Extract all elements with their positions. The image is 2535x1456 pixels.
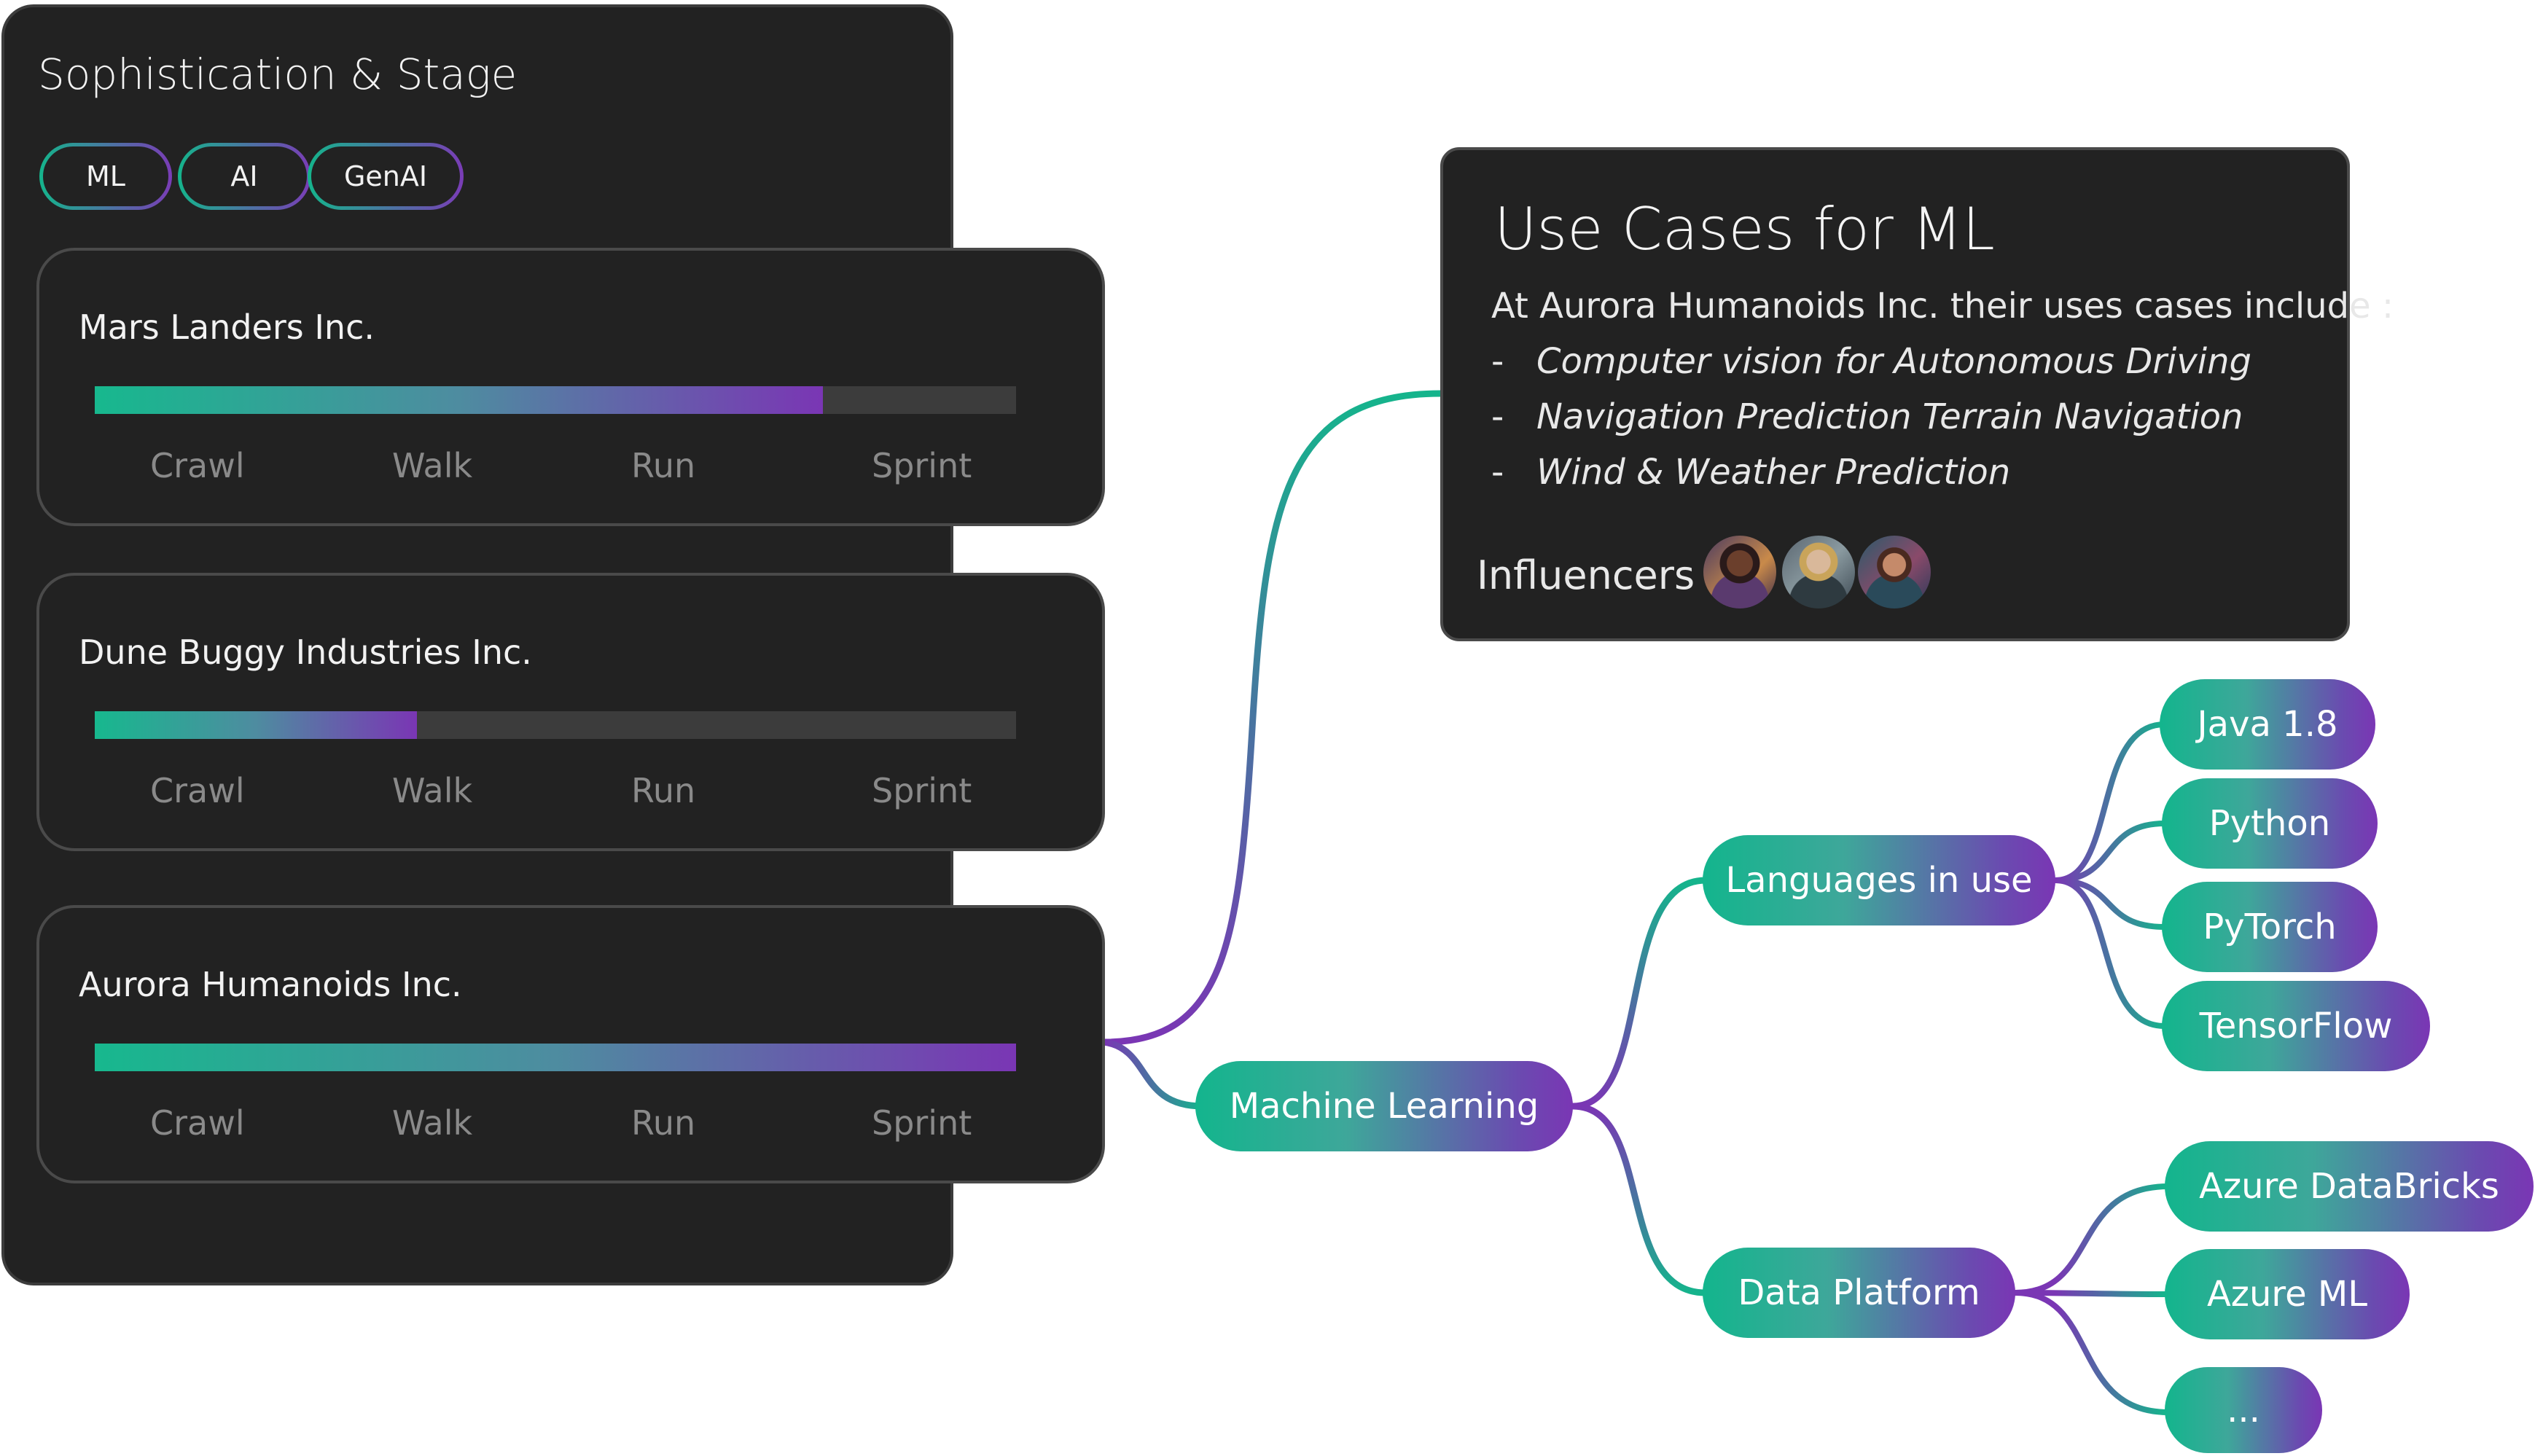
stage-label-walk: Walk (392, 1103, 473, 1143)
maturity-progress-track (95, 711, 1016, 739)
stage-label-run: Run (631, 771, 696, 810)
maturity-progress-track (95, 386, 1016, 414)
stage-label-crawl: Crawl (150, 1103, 245, 1143)
stage-label-run: Run (631, 446, 696, 485)
filter-pill-ai[interactable]: AI (178, 143, 310, 210)
stage-label-sprint: Sprint (872, 446, 972, 485)
influencer-avatar-1-icon[interactable] (1701, 533, 1778, 611)
stage-label-walk: Walk (392, 771, 473, 810)
company-card-aurora-humanoids[interactable]: Aurora Humanoids Inc. Crawl Walk Run Spr… (36, 905, 1105, 1183)
mindmap-leaf-more[interactable]: ... (2165, 1367, 2322, 1453)
use-case-item: -Wind & Weather Prediction (1491, 452, 2011, 493)
mindmap-node-data-platform[interactable]: Data Platform (1703, 1248, 2015, 1338)
stage-label-crawl: Crawl (150, 446, 245, 485)
mindmap-leaf-azure-ml[interactable]: Azure ML (2165, 1249, 2410, 1339)
mindmap-leaf-tensorflow[interactable]: TensorFlow (2162, 981, 2430, 1071)
filter-pill-ml[interactable]: ML (39, 143, 172, 210)
influencer-avatar-3-icon[interactable] (1856, 533, 1933, 611)
use-case-item: -Navigation Prediction Terrain Navigatio… (1491, 396, 2243, 437)
mindmap-leaf-java[interactable]: Java 1.8 (2160, 679, 2375, 770)
company-name: Aurora Humanoids Inc. (79, 965, 462, 1004)
mindmap-node-machine-learning[interactable]: Machine Learning (1195, 1061, 1573, 1151)
maturity-progress-fill (95, 1044, 1016, 1071)
stage-label-sprint: Sprint (872, 771, 972, 810)
filter-pill-genai[interactable]: GenAI (308, 143, 464, 210)
mindmap-leaf-python[interactable]: Python (2162, 778, 2378, 869)
use-cases-intro: At Aurora Humanoids Inc. their uses case… (1491, 286, 2394, 326)
influencers-label: Influencers (1477, 552, 1695, 598)
use-case-item: -Computer vision for Autonomous Driving (1491, 341, 2251, 382)
use-cases-card: Use Cases for ML At Aurora Humanoids Inc… (1440, 147, 2394, 641)
company-card-dune-buggy[interactable]: Dune Buggy Industries Inc. Crawl Walk Ru… (36, 573, 1105, 851)
company-card-mars-landers[interactable]: Mars Landers Inc. Crawl Walk Run Sprint (36, 248, 1105, 526)
panel-title: Sophistication & Stage (38, 50, 517, 99)
maturity-progress-fill (95, 711, 418, 739)
maturity-progress-track (95, 1044, 1016, 1071)
maturity-progress-fill (95, 386, 823, 414)
mindmap-node-languages[interactable]: Languages in use (1703, 835, 2055, 925)
stage-label-run: Run (631, 1103, 696, 1143)
stage-label-sprint: Sprint (872, 1103, 972, 1143)
company-name: Mars Landers Inc. (79, 308, 375, 347)
mindmap-leaf-azure-databricks[interactable]: Azure DataBricks (2165, 1141, 2534, 1232)
use-cases-title: Use Cases for ML (1494, 195, 1995, 263)
mindmap-leaf-pytorch[interactable]: PyTorch (2162, 882, 2378, 972)
influencer-avatar-2-icon[interactable] (1780, 533, 1857, 611)
stage-label-crawl: Crawl (150, 771, 245, 810)
company-name: Dune Buggy Industries Inc. (79, 633, 532, 672)
stage-label-walk: Walk (392, 446, 473, 485)
